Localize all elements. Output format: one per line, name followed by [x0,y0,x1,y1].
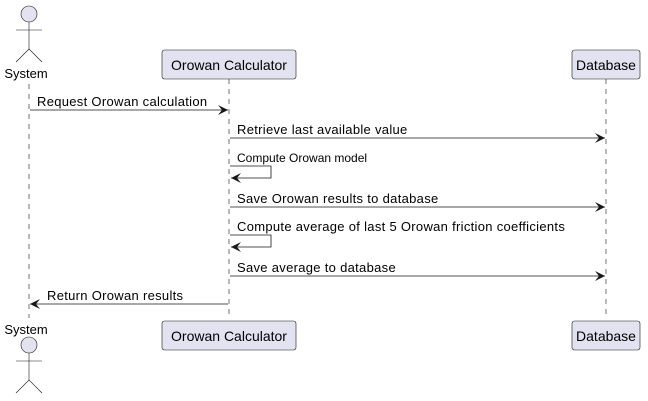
message-compute-average: Compute average of last 5 Orowan frictio… [230,219,565,252]
participant-calculator-top: Orowan Calculator [161,49,297,80]
message-compute-model: Compute Orowan model [230,151,367,183]
participant-calculator-bottom: Orowan Calculator [161,320,297,351]
actor-label-system-bottom: System [4,322,47,337]
message-label: Request Orowan calculation [37,94,207,109]
actor-head-icon [20,336,38,354]
message-request-calculation: Request Orowan calculation [30,94,228,115]
message-label: Compute average of last 5 Orowan frictio… [237,219,565,234]
participant-label-database-bottom: Database [576,328,636,344]
actor-system-top: System [4,5,48,81]
participant-label-calculator-bottom: Orowan Calculator [171,328,287,344]
actor-head-icon [20,5,38,23]
message-return-results: Return Orowan results [30,288,228,309]
participant-database-bottom: Database [571,320,641,351]
message-label: Save Orowan results to database [237,191,439,206]
message-label: Return Orowan results [47,288,184,303]
participant-label-database-top: Database [576,57,636,73]
message-label: Save average to database [237,260,396,275]
message-save-average: Save average to database [230,260,605,281]
actor-system-bottom: System [4,322,48,394]
message-label: Compute Orowan model [237,151,367,165]
message-retrieve-last-value: Retrieve last available value [230,122,605,143]
participant-label-calculator-top: Orowan Calculator [171,57,287,73]
participant-database-top: Database [571,49,641,80]
actor-label-system-top: System [4,66,47,81]
message-label: Retrieve last available value [237,122,408,137]
message-save-results: Save Orowan results to database [230,191,605,212]
